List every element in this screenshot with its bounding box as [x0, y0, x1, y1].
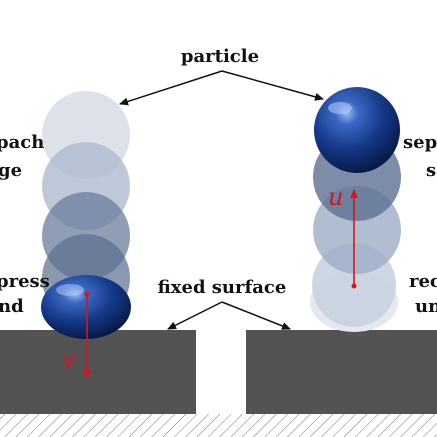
approach-stage-label-2: ge: [0, 160, 22, 181]
separate-stage-label-2: s: [426, 160, 436, 181]
separated-particle: [314, 87, 400, 173]
approach-stage-label-1: pach: [0, 132, 44, 153]
particle-pointer-right: [221, 70, 324, 101]
particle-pointer-left: [119, 70, 223, 106]
compress-stage-label-2: nd: [0, 296, 24, 317]
fixed-surface-label: fixed surface: [158, 277, 287, 298]
separated-particle-shine: [328, 102, 352, 114]
outgoing-velocity-origin: [351, 283, 357, 289]
compress-stage-label-1: press: [0, 271, 50, 292]
surface-pointer-right: [221, 301, 291, 330]
recover-stage-label-1: rec: [409, 271, 437, 292]
incoming-velocity-label: v: [62, 346, 76, 374]
surface-pointer-left: [167, 301, 223, 330]
particle-label: particle: [181, 46, 259, 67]
compressed-particle: [41, 275, 131, 339]
particle-shine: [56, 284, 84, 296]
fixed-surface-right: [246, 330, 437, 414]
separate-stage-label-1: sepa: [403, 132, 437, 153]
recover-stage-label-2: un: [415, 296, 437, 317]
fixed-surface-left: [0, 330, 196, 414]
outgoing-velocity-label: u: [328, 183, 343, 211]
incoming-velocity-origin: [84, 291, 90, 297]
ground-hatch: [0, 414, 437, 437]
